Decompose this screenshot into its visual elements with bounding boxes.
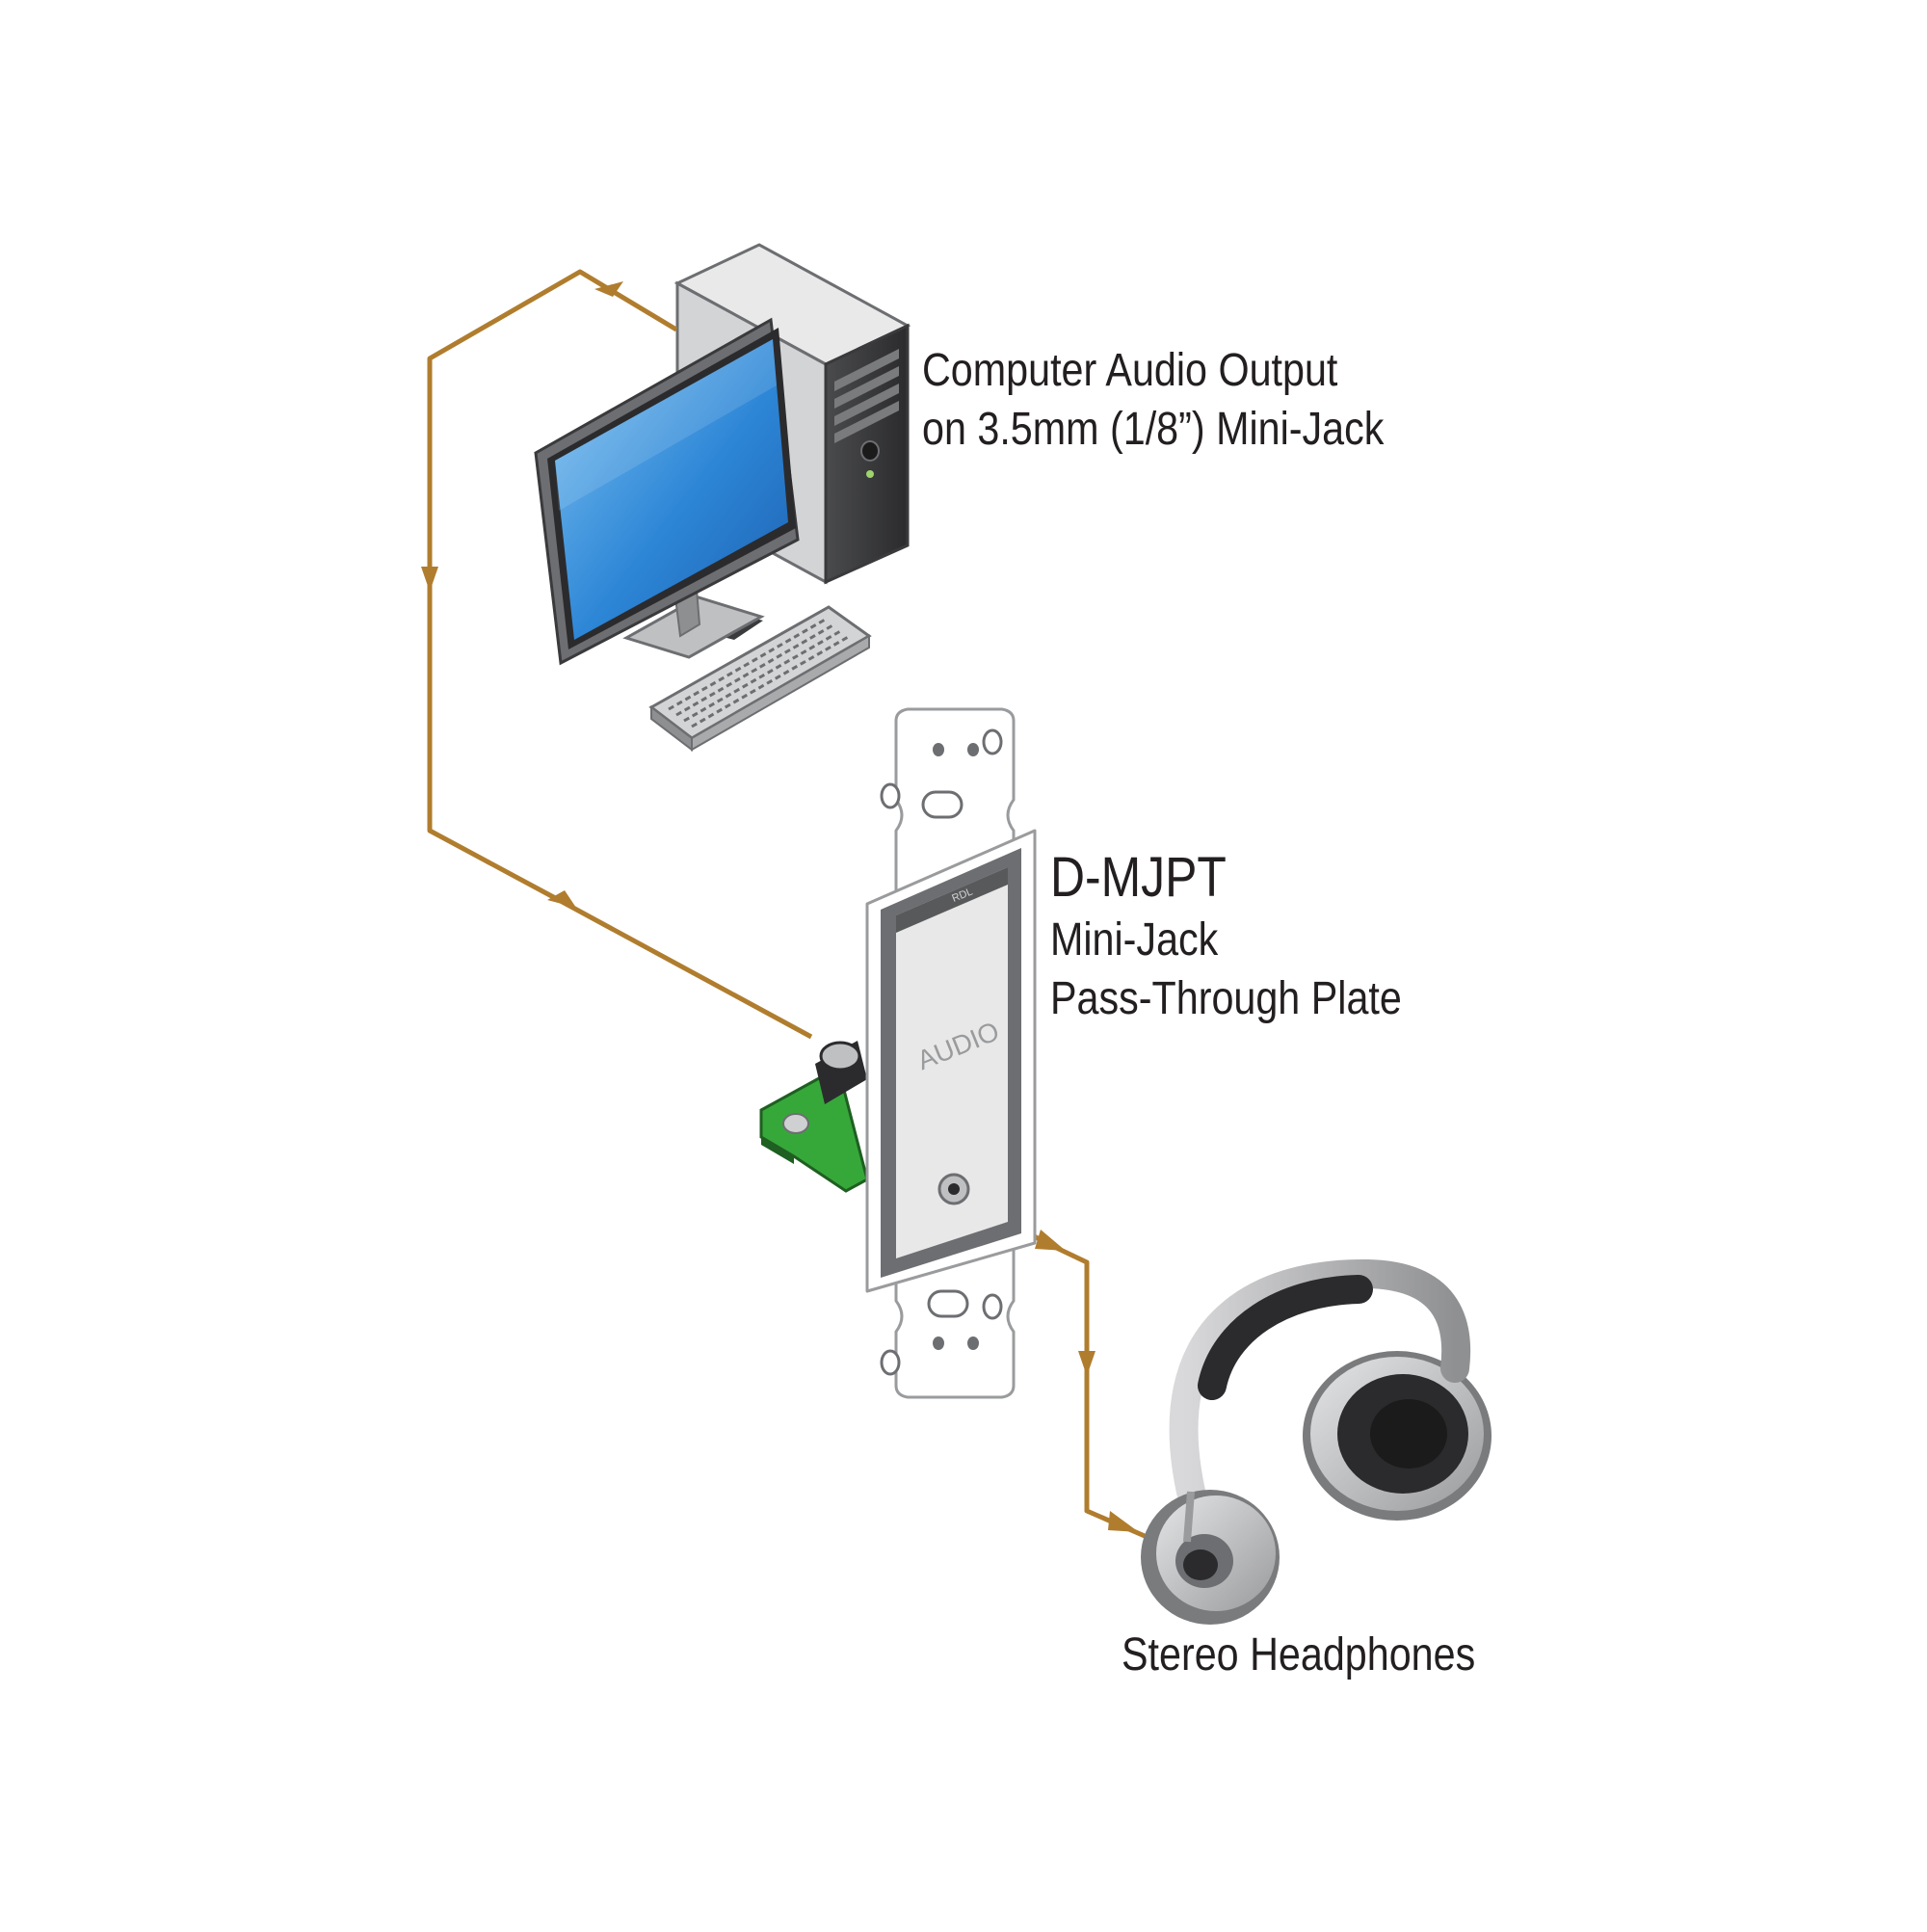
stereo-headphones	[1141, 1258, 1491, 1625]
wall-plate	[865, 829, 1037, 1293]
audio-jack	[937, 1173, 970, 1205]
computer-caption-line1: Computer Audio Output	[922, 345, 1338, 396]
computer-caption: Computer Audio Output on 3.5mm (1/8”) Mi…	[922, 344, 1384, 456]
plate-model-label: D-MJPT	[1050, 846, 1227, 909]
flow-arrow-icon	[594, 281, 623, 297]
plate-description-line1: Mini-Jack	[1050, 914, 1219, 966]
keyboard	[648, 605, 872, 753]
flow-arrow-icon	[421, 567, 438, 592]
plate-description: Mini-Jack Pass-Through Plate	[1050, 913, 1402, 1025]
flow-arrow-icon	[547, 890, 576, 908]
pcb-board	[759, 1041, 869, 1193]
plate-description-line2: Pass-Through Plate	[1050, 973, 1402, 1025]
flow-arrow-icon	[1078, 1351, 1095, 1376]
flow-arrow-icon	[1108, 1511, 1139, 1532]
computer-caption-line2: on 3.5mm (1/8”) Mini-Jack	[922, 404, 1385, 456]
cable-computer-to-plate	[421, 269, 813, 1040]
flow-arrow-icon	[1035, 1230, 1066, 1251]
headphones-caption: Stereo Headphones	[1122, 1629, 1476, 1681]
computer-monitor	[534, 317, 800, 666]
